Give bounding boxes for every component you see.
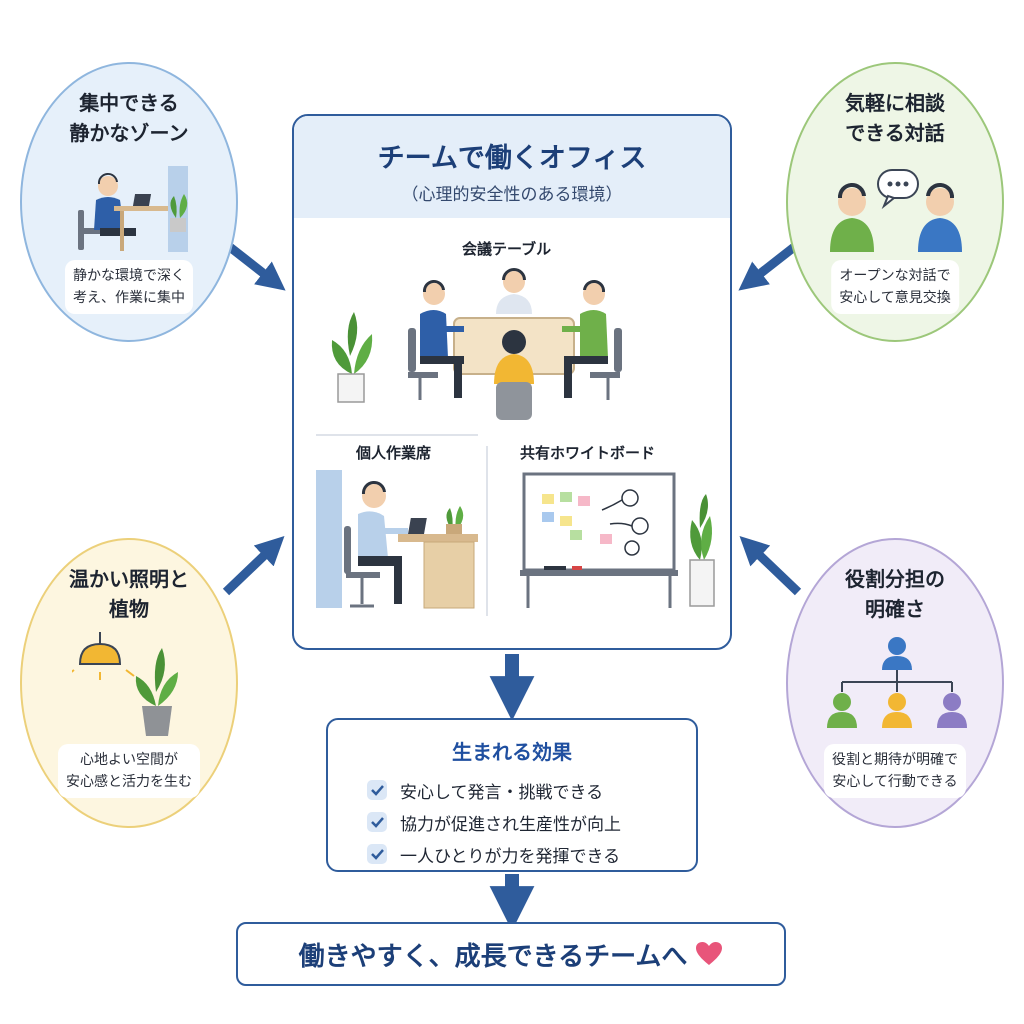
- conversation-icon: [830, 169, 962, 252]
- heart-icon: [696, 942, 723, 965]
- office-subtitle: （心理的安全性のある環境）: [401, 185, 623, 205]
- focus-zone-title: 集中できる 静かなゾーン: [69, 91, 189, 145]
- check-icon: [367, 844, 387, 864]
- effects-title: 生まれる効果: [452, 740, 572, 764]
- shared-whiteboard-illustration: [520, 472, 715, 608]
- focus-zone-caption: 静かな環境で深く 考え、作業に集中: [65, 260, 193, 314]
- individual-desk-label: 個人作業席: [356, 444, 432, 462]
- role-clarity-oval: 役割分担の 明確さ 役割と期待が明確で 安心して行動できる: [786, 538, 1004, 828]
- office-panel: チームで働くオフィス （心理的安全性のある環境） 会議テーブル: [292, 114, 732, 650]
- effects-item: 一人ひとりが力を発揮できる: [366, 838, 621, 870]
- individual-desk-illustration: [316, 470, 478, 609]
- check-icon: [367, 780, 387, 800]
- lamp-and-plant-icon: [72, 632, 178, 736]
- check-icon: [367, 812, 387, 832]
- person-at-laptop-icon: [78, 166, 188, 252]
- arrow-roles-to-office: [739, 536, 802, 596]
- arrow-light-to-office: [222, 536, 285, 596]
- dialogue-caption: オープンな対話で 安心して意見交換: [831, 260, 959, 314]
- office-header: チームで働くオフィス （心理的安全性のある環境）: [294, 116, 730, 218]
- meeting-table-illustration: [331, 268, 622, 420]
- office-title: チームで働くオフィス: [377, 143, 647, 174]
- zone-divider: [486, 446, 488, 616]
- zone-divider: [316, 434, 478, 436]
- effects-box: 生まれる効果 安心して発言・挑戦できる 協力が促進され生産性が向上 一人ひとりが…: [326, 718, 698, 872]
- final-goal-text: 働きやすく、成長できるチームへ: [298, 941, 688, 972]
- effects-item: 安心して発言・挑戦できる: [366, 774, 621, 806]
- shared-whiteboard-label: 共有ホワイトボード: [520, 444, 656, 462]
- dialogue-oval: 気軽に相談 できる対話 オープンな対話で 安心して意見交換: [786, 62, 1004, 342]
- org-chart-icon: [827, 637, 967, 728]
- role-clarity-title: 役割分担の 明確さ: [845, 567, 945, 621]
- effects-item: 協力が促進され生産性が向上: [366, 806, 621, 838]
- arrow-dialogue-to-office: [738, 240, 801, 291]
- final-goal-banner: 働きやすく、成長できるチームへ: [236, 922, 786, 986]
- meeting-table-label: 会議テーブル: [462, 240, 552, 258]
- arrow-focus-to-office: [223, 240, 286, 291]
- role-clarity-caption: 役割と期待が明確で 安心して行動できる: [824, 744, 966, 798]
- lighting-plants-caption: 心地よい空間が 安心感と活力を生む: [58, 744, 200, 798]
- lighting-plants-oval: 温かい照明と 植物 心地よい空間が 安心感と活力を生む: [20, 538, 238, 828]
- dialogue-title: 気軽に相談 できる対話: [845, 91, 945, 145]
- effects-list: 安心して発言・挑戦できる 協力が促進され生産性が向上 一人ひとりが力を発揮できる: [366, 774, 621, 870]
- lighting-plants-title: 温かい照明と 植物: [69, 567, 189, 621]
- focus-zone-oval: 集中できる 静かなゾーン 静かな環境で深く 考え、作業に集中: [20, 62, 238, 342]
